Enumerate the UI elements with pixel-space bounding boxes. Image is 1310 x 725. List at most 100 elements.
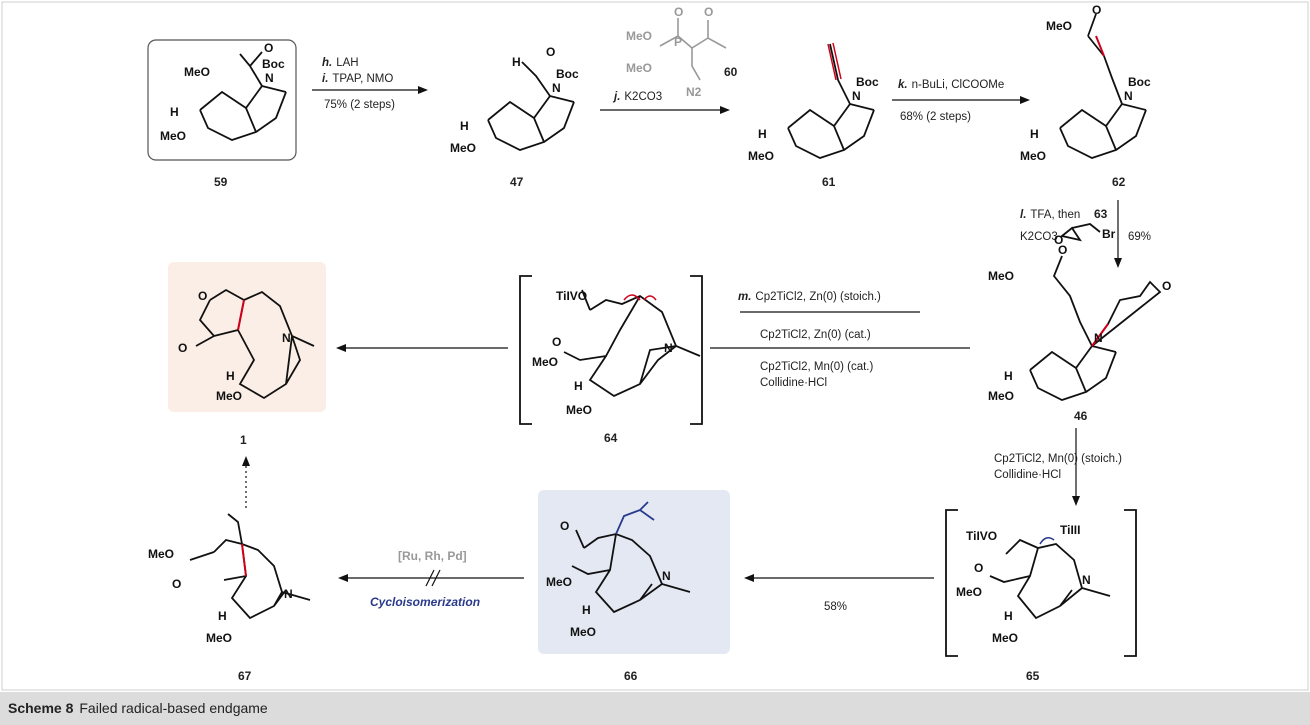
atom-meo: MeO (956, 585, 982, 599)
cond-m4: Collidine·HCl (760, 377, 827, 389)
compound-59-box (147, 39, 297, 161)
atom-meo: MeO (216, 389, 242, 403)
scheme-diagram: MeO O N Boc H MeO 59 h.LAH i.TPAP, NMO 7… (1, 1, 1309, 691)
compound-label-62: 62 (1112, 175, 1126, 189)
atom-meo: MeO (546, 575, 572, 589)
atom-o: O (560, 519, 569, 533)
atom-o: O (264, 41, 273, 55)
cond-l2: K2CO3 (1020, 231, 1058, 243)
failed-reaction-mark (425, 569, 441, 587)
atom-h: H (758, 127, 767, 141)
atom-h: H (170, 105, 179, 119)
atom-n: N (552, 81, 561, 95)
structure-66: O MeO N H MeO (546, 501, 691, 639)
atom-ti4: TiIVO (556, 289, 587, 303)
atom-h: H (1004, 609, 1013, 623)
structure-47: H O N Boc H MeO (450, 45, 579, 155)
red-bond (1095, 35, 1105, 57)
atom-meo: MeO (532, 355, 558, 369)
caption-bar (0, 692, 1310, 725)
atom-meo: MeO (160, 129, 186, 143)
compound-label-60: 60 (724, 65, 738, 79)
atom-boc: Boc (556, 67, 579, 81)
atom-meo: MeO (1020, 149, 1046, 163)
structure-64: TiIVO MeO O N H MeO (532, 289, 701, 417)
compound-label-61: 61 (822, 175, 836, 189)
cond-m2: Cp2TiCl2, Zn(0) (cat.) (760, 329, 871, 341)
atom-meo: MeO (626, 29, 652, 43)
red-alkyne (827, 42, 842, 81)
structure-67: MeO O N H MeO (148, 513, 311, 645)
structure-61: N Boc H MeO (748, 42, 879, 163)
arrowhead (418, 86, 428, 94)
compound-label-66: 66 (624, 669, 638, 683)
compound-label-47: 47 (510, 175, 524, 189)
atom-o: O (552, 335, 561, 349)
atom-meo: MeO (992, 631, 1018, 645)
atom-o: O (1092, 3, 1101, 17)
atom-o: O (178, 341, 187, 355)
compound-1-box (168, 262, 326, 412)
arrowhead (720, 106, 730, 114)
atom-meo: MeO (988, 389, 1014, 403)
atom-h: H (512, 55, 521, 69)
atom-o: O (704, 5, 713, 19)
atom-o: O (1054, 233, 1063, 247)
atom-br: Br (1102, 227, 1116, 241)
arrowhead (336, 344, 346, 352)
atom-o: O (546, 45, 555, 59)
compound-label-1: 1 (240, 433, 247, 447)
arrowhead (1114, 258, 1122, 268)
structure-1: O O N H MeO (178, 288, 315, 403)
cond-n1: Cp2TiCl2, Mn(0) (stoich.) (994, 453, 1122, 465)
atom-meo: MeO (748, 149, 774, 163)
cond-k: k.n-BuLi, ClCOOMe (898, 79, 1004, 91)
cond-j: j.K2CO3 (612, 91, 662, 103)
arrowhead (242, 456, 250, 466)
structure-46: MeO O O N H MeO (988, 243, 1171, 403)
atom-h: H (226, 369, 235, 383)
compound-label-46: 46 (1074, 409, 1088, 423)
atom-o: O (674, 5, 683, 19)
atom-h: H (1004, 369, 1013, 383)
atom-meo: MeO (450, 141, 476, 155)
atom-o: O (974, 561, 983, 575)
atom-meo: MeO (566, 403, 592, 417)
cond-i: i.TPAP, NMO (322, 73, 393, 85)
atom-boc: Boc (262, 57, 285, 71)
atom-meo: MeO (184, 65, 210, 79)
caption-text: Failed radical-based endgame (79, 700, 268, 716)
structure-65: TiIVO TiIII MeO O N H MeO (956, 523, 1111, 645)
catalysts-label: [Ru, Rh, Pd] (398, 549, 467, 563)
structure-60: MeO P O O MeO N2 (626, 5, 727, 99)
atom-n: N (1082, 573, 1091, 587)
atom-boc: Boc (1128, 75, 1151, 89)
atom-n: N (662, 569, 671, 583)
atom-p: P (674, 35, 682, 49)
red-bond (237, 299, 245, 331)
atom-meo: MeO (988, 269, 1014, 283)
atom-n: N (284, 587, 293, 601)
yield-k: 68% (2 steps) (900, 111, 971, 123)
cond-n2: Collidine·HCl (994, 469, 1061, 481)
yield-58: 58% (824, 601, 847, 613)
compound-label-65: 65 (1026, 669, 1040, 683)
structure-62: MeO O N Boc H MeO (1020, 3, 1151, 163)
compound-label-59: 59 (214, 175, 228, 189)
atom-ti3: TiIII (1060, 523, 1080, 537)
atom-h: H (1030, 127, 1039, 141)
atom-meo: MeO (1046, 19, 1072, 33)
red-bond (241, 543, 247, 577)
atom-o: O (1058, 243, 1067, 257)
atom-meo: MeO (626, 61, 652, 75)
compound-66-box (538, 490, 730, 654)
arrowhead (338, 574, 348, 582)
atom-h: H (582, 603, 591, 617)
structure-59: MeO O N Boc H MeO (160, 41, 287, 143)
blue-alkene (615, 501, 655, 535)
scheme-frame (1, 1, 1309, 691)
cond-m3: Cp2TiCl2, Mn(0) (cat.) (760, 361, 873, 373)
atom-n: N (852, 89, 861, 103)
atom-h: H (574, 379, 583, 393)
